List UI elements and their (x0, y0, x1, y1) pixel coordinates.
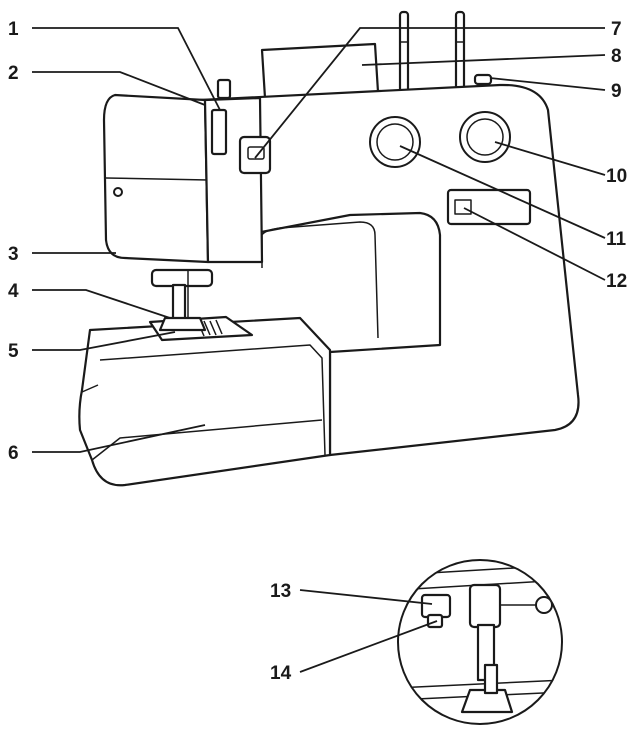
callout-12: 12 (606, 271, 627, 292)
callout-14: 14 (270, 663, 292, 684)
callout-13: 13 (270, 581, 291, 602)
presser-foot-assembly (150, 268, 214, 332)
callout-1: 1 (8, 19, 19, 40)
top-lid (260, 42, 380, 100)
callout-4: 4 (8, 281, 19, 302)
machine-arm (198, 83, 580, 457)
sewing-machine (78, 10, 580, 487)
thread-take-up-lever (210, 108, 228, 156)
leader-lines (32, 27, 606, 673)
callout-7: 7 (611, 19, 622, 40)
callout-9: 9 (611, 81, 622, 102)
arm-opening (261, 221, 379, 339)
callout-2: 2 (8, 63, 19, 84)
callout-6: 6 (8, 443, 19, 464)
pattern-window (446, 188, 532, 226)
callout-5: 5 (8, 341, 19, 362)
machine-base (78, 316, 332, 487)
callout-labels: 1 2 3 4 5 6 7 8 9 10 11 12 13 14 (8, 19, 627, 684)
callout-11: 11 (606, 229, 627, 250)
stitch-lever (238, 135, 272, 175)
detail-inset (397, 559, 563, 725)
callout-10: 10 (606, 166, 627, 187)
callout-3: 3 (8, 244, 19, 265)
callout-8: 8 (611, 46, 622, 67)
spool-pins (398, 10, 466, 104)
base-front-panel (99, 344, 326, 456)
